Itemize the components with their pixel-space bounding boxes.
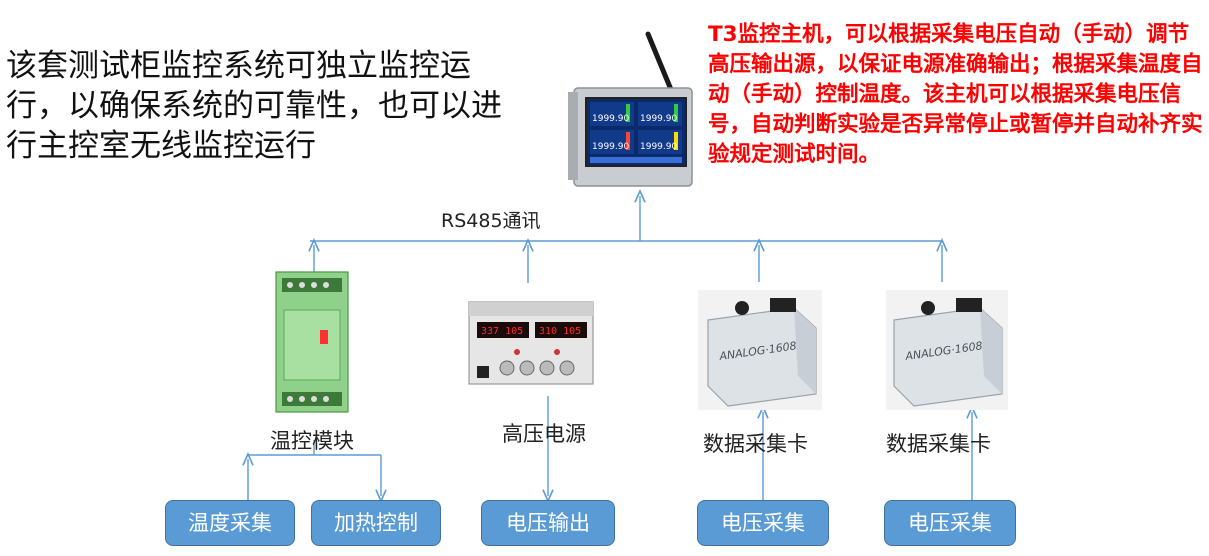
temp-control-module	[275, 271, 349, 413]
daq-card-1-label: 数据采集卡	[703, 432, 808, 456]
psu-display-1: 337 105	[481, 326, 523, 337]
t3-host-monitor: 1999.90 1999.90 1999.90 1999.90	[568, 31, 693, 187]
daq-card-1: ANALOG·1608	[698, 290, 822, 410]
hv-power-label: 高压电源	[502, 422, 586, 446]
temp-module-label: 温控模块	[270, 429, 354, 453]
psu-display-2: 310 105	[539, 326, 581, 337]
voltage-collect-1-box: 电压采集	[697, 500, 829, 546]
antenna-icon	[645, 31, 675, 95]
temp-collect-box: 温度采集	[165, 500, 295, 546]
host-reading-2: 1999.90	[640, 114, 677, 124]
heat-control-box: 加热控制	[311, 500, 441, 546]
daq-card-2: ANALOG·1608	[886, 290, 1008, 410]
voltage-output-box: 电压输出	[481, 500, 615, 546]
voltage-collect-2-box: 电压采集	[884, 500, 1016, 546]
host-reading-3: 1999.90	[592, 142, 629, 152]
daq-card-2-label: 数据采集卡	[886, 432, 991, 456]
host-reading-1: 1999.90	[592, 114, 629, 124]
host-reading-4: 1999.90	[640, 142, 677, 152]
host-note: T3监控主机，可以根据采集电压自动（手动）调节高压输出源，以保证电源准确输出；根…	[708, 22, 1203, 167]
bus-label: RS485通讯	[441, 210, 541, 232]
hv-power-supply: 337 105 310 105	[468, 301, 594, 385]
intro-text: 该套测试柜监控系统可独立监控运行，以确保系统的可靠性，也可以进行主控室无线监控运…	[6, 48, 502, 164]
